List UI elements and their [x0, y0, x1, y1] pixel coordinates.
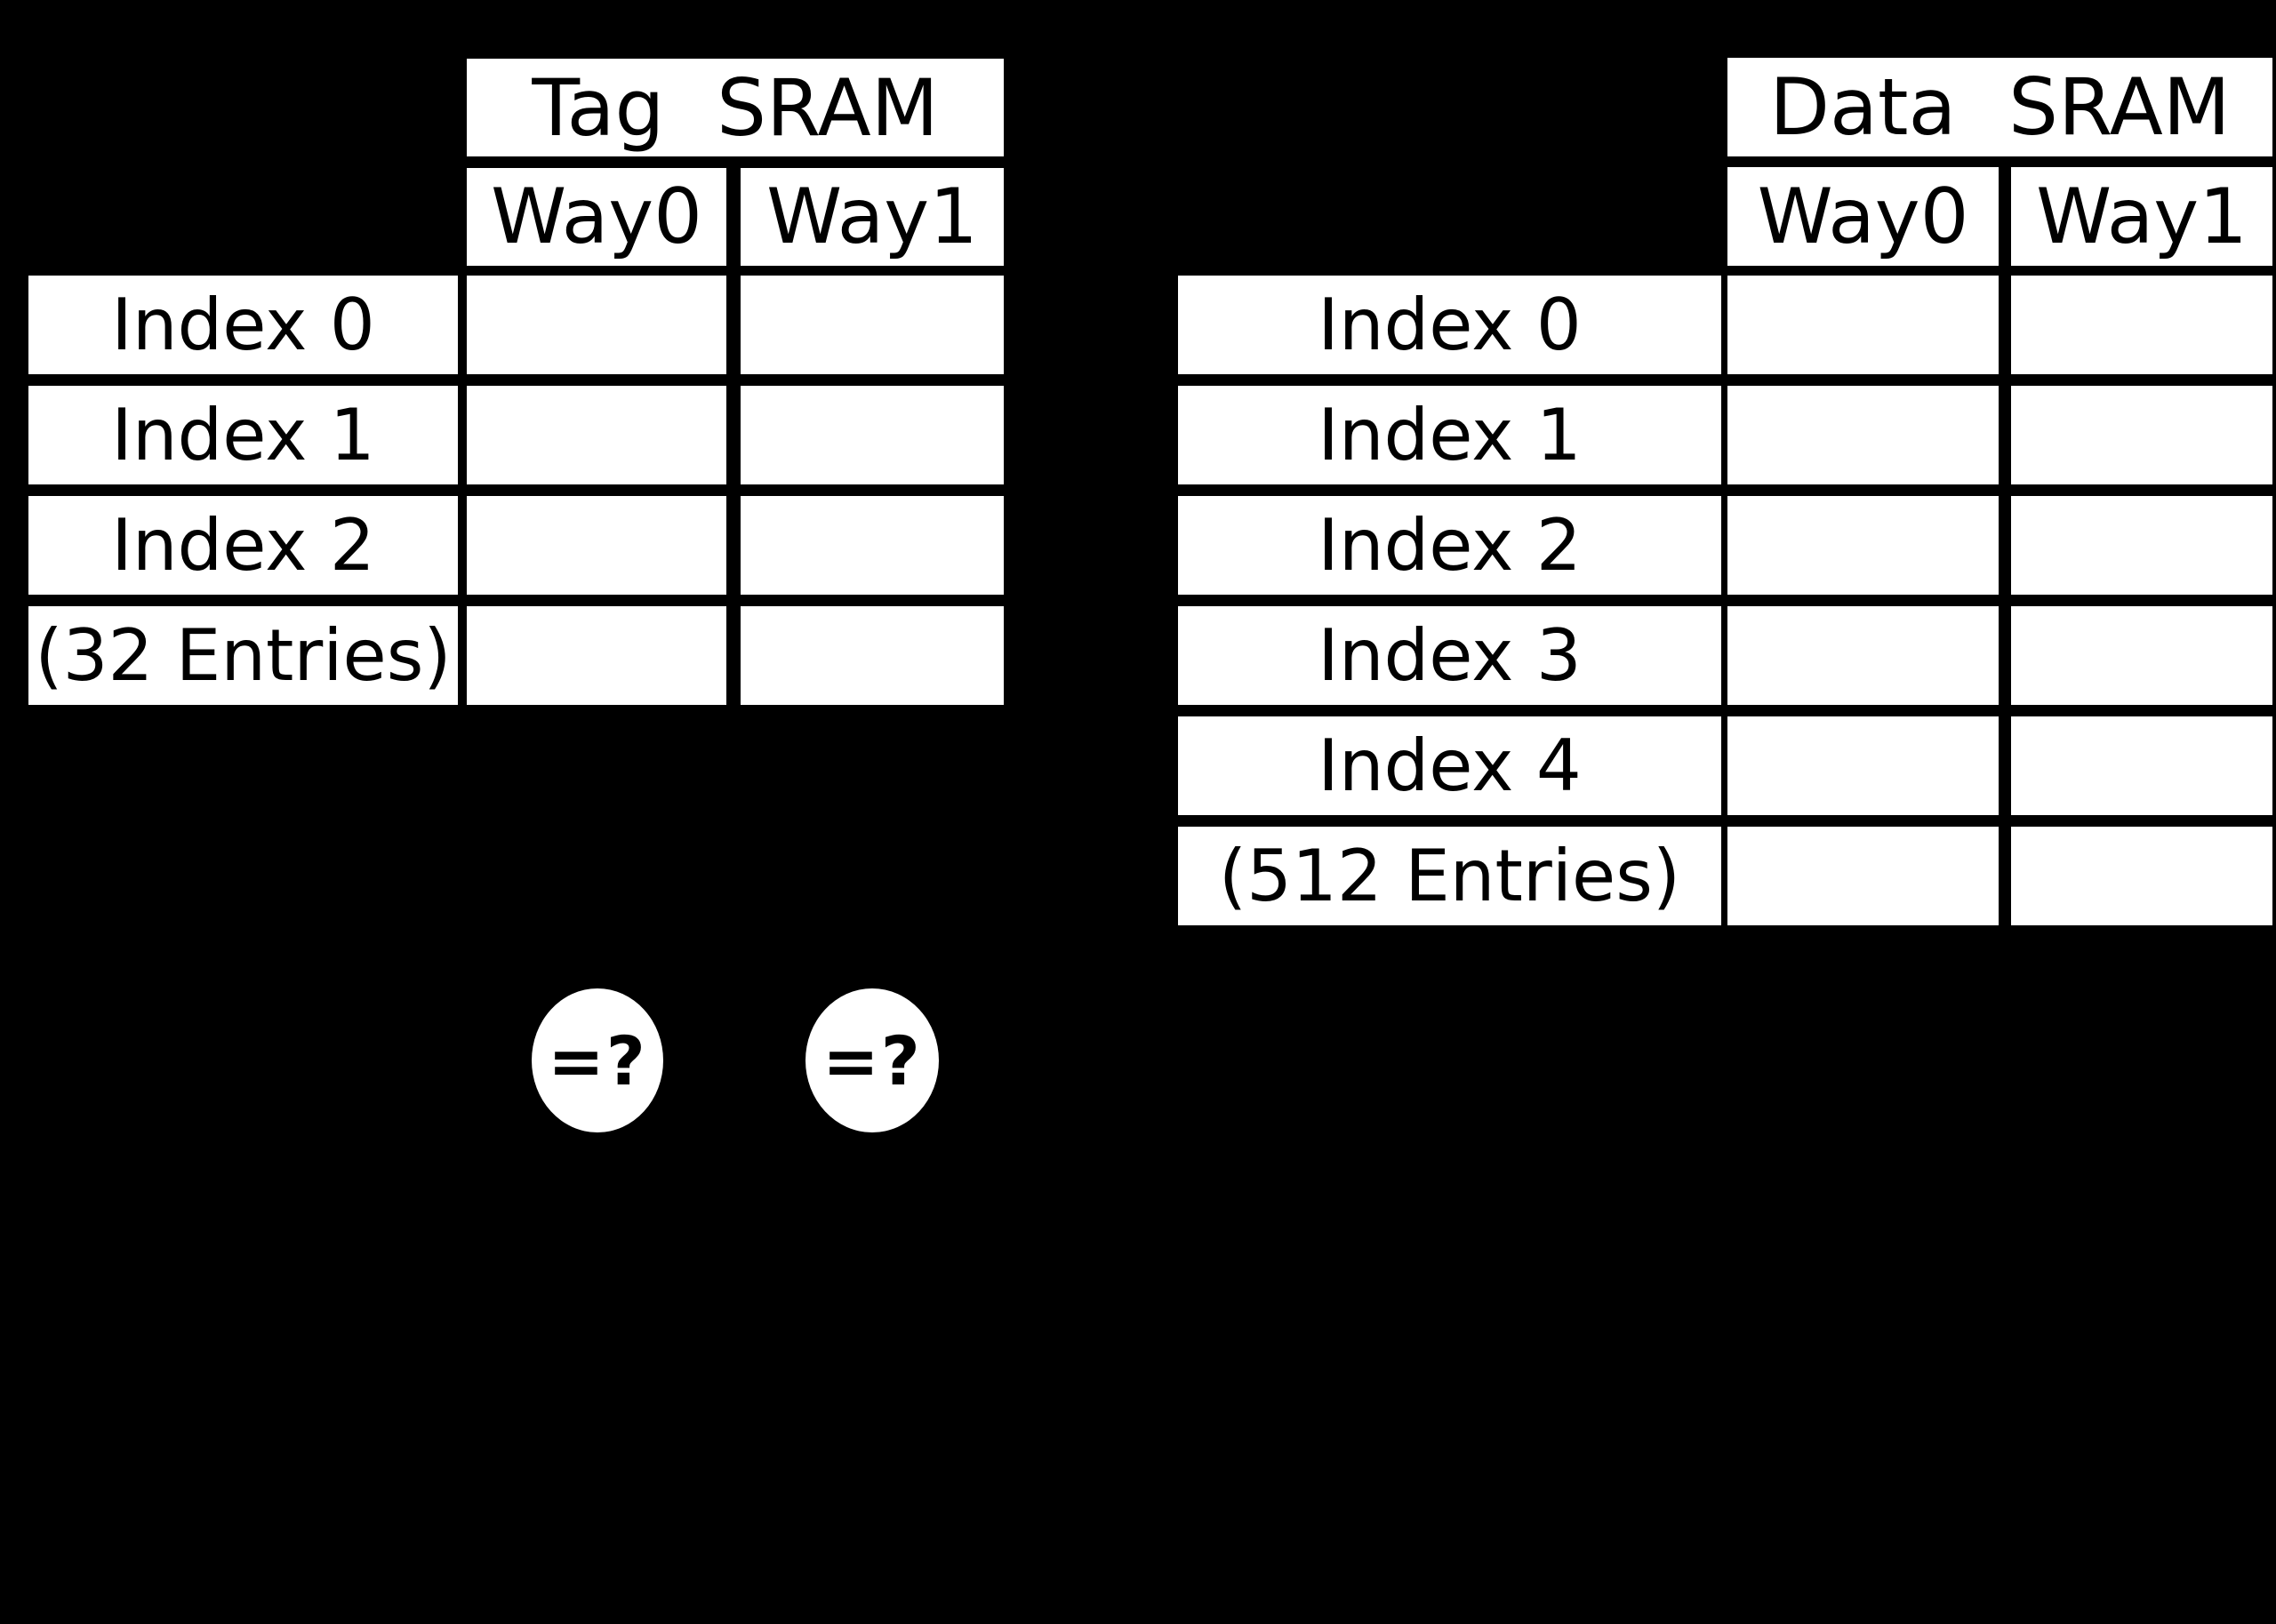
- tag-row-label-index2: Index 2: [28, 496, 458, 595]
- data-way1-cell-row4: [2011, 716, 2272, 815]
- tag-row-label-index0: Index 0: [28, 276, 458, 374]
- data-row-label-index0: Index 0: [1178, 276, 1721, 374]
- tag-row-label-index1: Index 1: [28, 386, 458, 484]
- way0-comparator-ellipse: =?: [532, 988, 663, 1132]
- data-way1-header: Way1: [2011, 167, 2272, 266]
- data-way1-cell-row5: [2011, 827, 2272, 925]
- data-sram-title: Data SRAM: [1727, 58, 2272, 156]
- data-row-label-index1: Index 1: [1178, 386, 1721, 484]
- data-way1-cell-row1: [2011, 386, 2272, 484]
- tag-way0-cell-row1: [467, 386, 726, 484]
- way1-comparator-ellipse: =?: [805, 988, 939, 1132]
- data-way0-cell-row4: [1727, 716, 1999, 815]
- data-way0-header: Way0: [1727, 167, 1999, 266]
- tag-way0-cell-row2: [467, 496, 726, 595]
- way0-comparator-label: =?: [548, 1020, 647, 1100]
- data-row-label-index3: Index 3: [1178, 606, 1721, 705]
- data-way0-cell-row0: [1727, 276, 1999, 374]
- tag-sram-title: Tag SRAM: [467, 59, 1004, 156]
- data-row-label-index4: Index 4: [1178, 716, 1721, 815]
- data-way0-cell-row3: [1727, 606, 1999, 705]
- data-way0-cell-row5: [1727, 827, 1999, 925]
- data-way0-cell-row2: [1727, 496, 1999, 595]
- data-row-label-entries: (512 Entries): [1178, 827, 1721, 925]
- way1-comparator-label: =?: [822, 1020, 922, 1100]
- tag-way0-header: Way0: [467, 168, 726, 266]
- data-way1-cell-row3: [2011, 606, 2272, 705]
- tag-way0-cell-row3: [467, 606, 726, 705]
- tag-way1-cell-row2: [741, 496, 1004, 595]
- data-row-label-index2: Index 2: [1178, 496, 1721, 595]
- tag-row-label-entries: (32 Entries): [28, 606, 458, 705]
- tag-way1-cell-row1: [741, 386, 1004, 484]
- tag-way1-cell-row3: [741, 606, 1004, 705]
- data-way1-cell-row2: [2011, 496, 2272, 595]
- tag-way0-cell-row0: [467, 276, 726, 374]
- data-way0-cell-row1: [1727, 386, 1999, 484]
- data-way1-cell-row0: [2011, 276, 2272, 374]
- tag-way1-cell-row0: [741, 276, 1004, 374]
- tag-way1-header: Way1: [741, 168, 1004, 266]
